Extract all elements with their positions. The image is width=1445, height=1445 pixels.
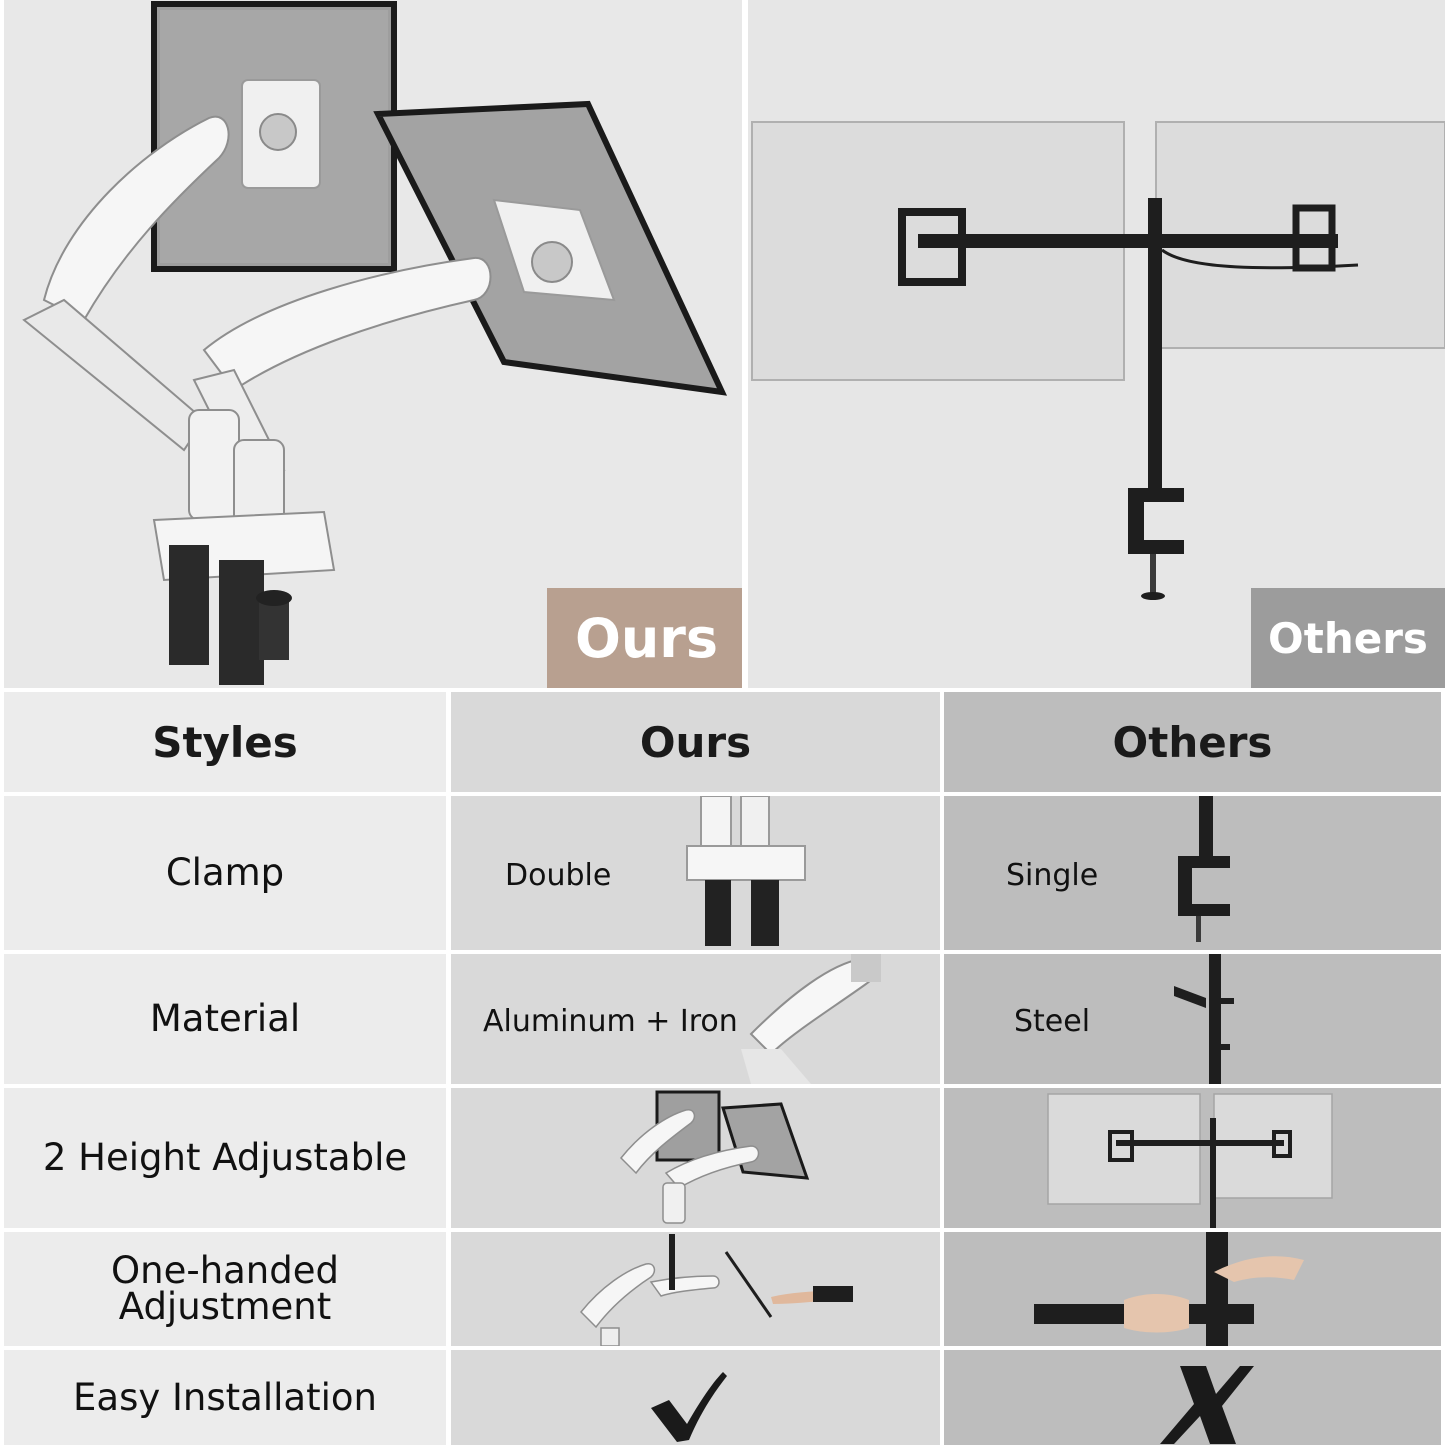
check-mark-icon	[651, 1372, 727, 1442]
double-clamp-image	[686, 796, 806, 946]
ours-one-handed-cell	[451, 1232, 940, 1346]
ours-clamp-value: Double	[505, 858, 612, 893]
white-dual-monitor-arm-image	[22, 1, 728, 685]
row-label-text: Clamp	[165, 851, 285, 894]
row-label-height-adjustable: 2 Height Adjustable	[4, 1088, 446, 1228]
row-label-one-handed: One-handed Adjustment	[4, 1232, 446, 1346]
others-one-handed-cell	[944, 1232, 1441, 1346]
row-label-easy-installation: Easy Installation	[4, 1350, 446, 1445]
row-label-text: 2 Height Adjustable	[42, 1136, 408, 1179]
ours-clamp-cell: Double	[451, 796, 940, 950]
ours-easy-installation-cell	[451, 1350, 940, 1445]
others-tag: Others	[1251, 588, 1445, 688]
row-label-clamp: Clamp	[4, 796, 446, 950]
ours-material-cell: Aluminum + Iron	[451, 954, 940, 1084]
ours-height-cell	[451, 1088, 940, 1228]
ours-one-handed-image	[579, 1234, 853, 1346]
others-clamp-cell: Single	[944, 796, 1441, 950]
ours-tag: Ours	[547, 588, 742, 688]
x-mark-icon	[1160, 1366, 1254, 1444]
others-material-cell: Steel	[944, 954, 1441, 1084]
ours-height-adjustable-image	[619, 1090, 810, 1224]
hero-comparison: Ours Others	[0, 0, 1445, 688]
row-label-text: Material	[149, 997, 301, 1040]
ours-material-value: Aluminum + Iron	[483, 1004, 738, 1039]
row-label-text: Easy Installation	[73, 1375, 377, 1419]
others-easy-installation-cell	[944, 1350, 1441, 1445]
header-styles: Styles	[4, 692, 446, 792]
ours-product-panel: Ours	[4, 0, 742, 688]
others-product-panel	[748, 0, 1445, 688]
others-one-handed-image	[1034, 1232, 1304, 1346]
row-label-material: Material	[4, 954, 446, 1084]
others-height-cell	[944, 1088, 1441, 1228]
others-clamp-value: Single	[1006, 858, 1099, 893]
aluminum-arm-image	[741, 954, 881, 1084]
comparison-table: Styles Ours Others Clamp Double Single M…	[0, 688, 1445, 1445]
row-label-text: One-handed Adjustment	[111, 1249, 339, 1328]
others-height-adjustable-image	[1047, 1093, 1333, 1228]
others-material-value: Steel	[1014, 1004, 1091, 1039]
single-clamp-image	[1178, 796, 1230, 942]
steel-pole-image	[1174, 954, 1234, 1084]
header-others: Others	[944, 692, 1441, 792]
black-dual-monitor-stand-image	[751, 121, 1445, 600]
header-ours: Ours	[451, 692, 940, 792]
